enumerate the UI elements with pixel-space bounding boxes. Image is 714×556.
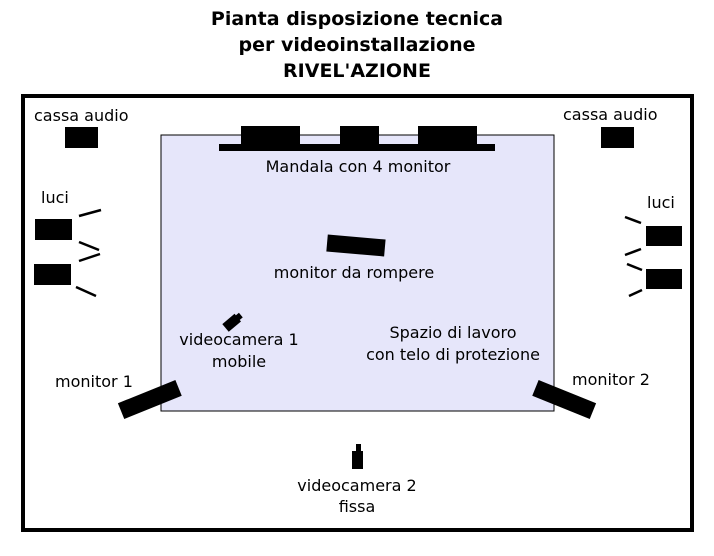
speaker-right — [601, 127, 634, 148]
light-left-2 — [34, 264, 71, 285]
light-right-2 — [646, 269, 682, 289]
title-line-2: per videoinstallazione — [238, 34, 476, 56]
label-speaker-left: cassa audio — [34, 106, 129, 125]
label-workspace-line1: Spazio di lavoro — [389, 323, 517, 342]
mandala-monitor-1 — [241, 126, 300, 144]
label-camera2-line2: fissa — [338, 497, 376, 516]
videocamera-2 — [352, 444, 363, 469]
label-lights-left: luci — [41, 188, 69, 207]
mandala-monitor-2 — [340, 126, 379, 144]
mandala-monitor-3 — [418, 126, 477, 144]
monitor-da-rompere — [326, 234, 386, 257]
label-monitor-da-rompere: monitor da rompere — [273, 263, 435, 282]
light-right-1 — [646, 226, 682, 246]
label-monitor-2: monitor 2 — [572, 370, 650, 389]
label-camera1-line2: mobile — [211, 352, 267, 371]
lights-right — [624, 215, 682, 298]
lights-left — [34, 208, 102, 298]
title-line-1: Pianta disposizione tecnica — [210, 8, 504, 30]
mandala-bar — [219, 144, 495, 151]
light-left-1 — [35, 219, 72, 240]
label-monitor-1: monitor 1 — [55, 372, 133, 391]
videocamera-1 — [222, 312, 243, 332]
monitor-1 — [117, 380, 182, 420]
monitor-2 — [532, 380, 597, 420]
label-camera1-line1: videocamera 1 — [179, 330, 299, 349]
title-line-3: RIVEL'AZIONE — [283, 60, 431, 82]
workspace-area — [160, 134, 555, 412]
label-speaker-right: cassa audio — [563, 105, 658, 124]
room-outline — [21, 94, 694, 532]
label-lights-right: luci — [647, 193, 675, 212]
speaker-left — [65, 127, 98, 148]
label-workspace-line2: con telo di protezione — [366, 345, 540, 364]
label-camera2-line1: videocamera 2 — [297, 476, 417, 495]
label-mandala: Mandala con 4 monitor — [265, 157, 451, 176]
